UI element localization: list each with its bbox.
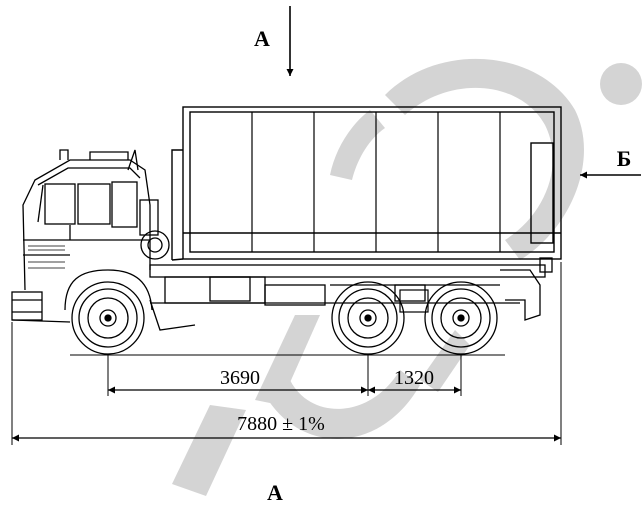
wheel-front xyxy=(71,281,145,355)
dim-label-overall: 7880 ± 1% xyxy=(237,413,325,435)
front-bumper xyxy=(11,291,71,323)
front-fender xyxy=(64,269,153,311)
watermark xyxy=(172,58,642,496)
truck-cabin xyxy=(22,149,151,291)
wheel-rear-1 xyxy=(331,281,405,355)
view-label-side: Б xyxy=(617,146,632,171)
dim-label-1320: 1320 xyxy=(394,367,434,389)
cabin-grille xyxy=(28,245,65,269)
dim-label-3690: 3690 xyxy=(220,367,260,389)
container-body xyxy=(171,106,562,261)
view-label-bottom: А xyxy=(267,480,283,505)
wheel-rear-2 xyxy=(424,281,498,355)
view-label-top: А xyxy=(254,26,270,51)
spare-wheel xyxy=(139,199,170,260)
rear-axle-housing xyxy=(330,284,500,313)
container-ribs xyxy=(251,112,501,252)
